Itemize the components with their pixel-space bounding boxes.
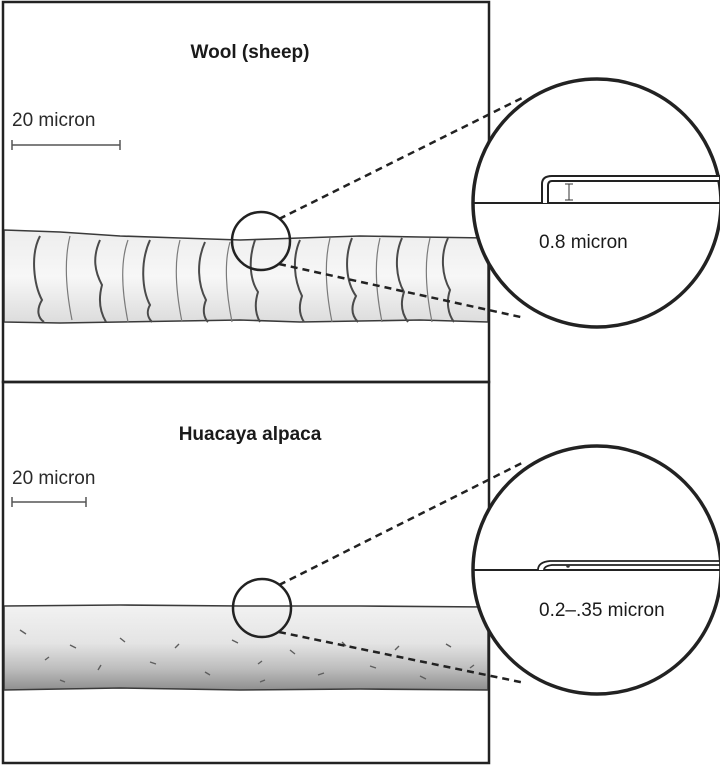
- wool-panel-title: Wool (sheep): [190, 42, 310, 63]
- alpaca-scale-bar: [11, 497, 87, 507]
- wool-fiber: [4, 229, 488, 324]
- alpaca-scale-edge-label: 0.2–.35 micron: [539, 600, 665, 621]
- wool-scale-label: 20 micron: [12, 110, 96, 131]
- wool-zoom-region: [230, 210, 292, 272]
- alpaca-panel-title: Huacaya alpaca: [178, 424, 322, 445]
- alpaca-zoom-leader-lines: [278, 461, 526, 685]
- alpaca-fiber: [4, 604, 488, 691]
- wool-scale-bar: [11, 140, 121, 150]
- wool-zoom-leader-lines: [278, 96, 526, 320]
- wool-scale-edge-label: 0.8 micron: [539, 232, 628, 253]
- alpaca-scale-label: 20 micron: [12, 468, 96, 489]
- alpaca-zoom-region: [231, 577, 293, 639]
- alpaca-magnifier: [471, 444, 720, 696]
- wool-magnifier: [471, 77, 720, 329]
